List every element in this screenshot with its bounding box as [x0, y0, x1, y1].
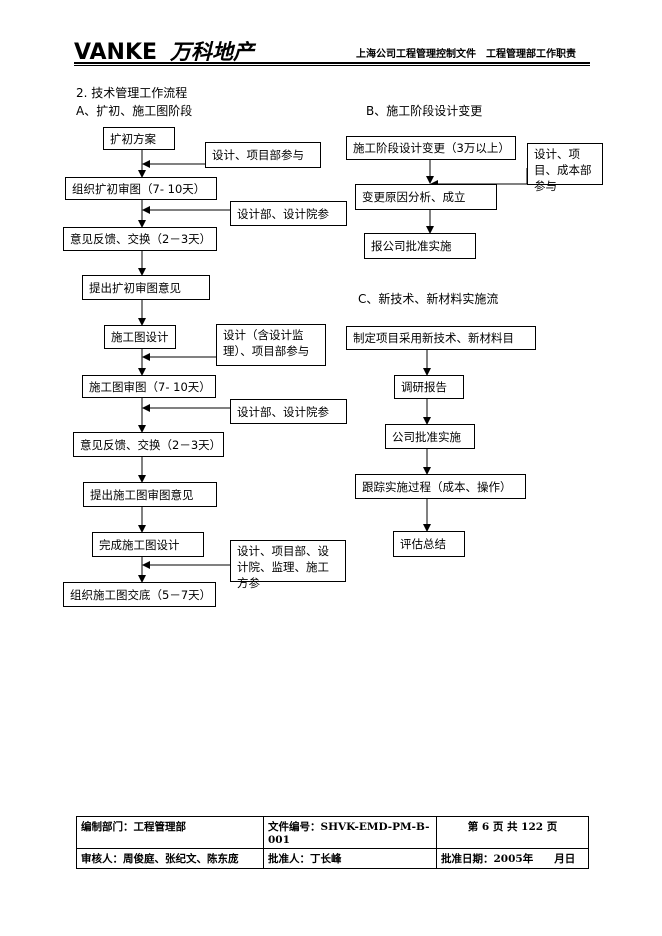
vanke-logo: VANKE 万科地产 [74, 38, 304, 65]
flow-b-step-1: 施工阶段设计变更（3万以上） [346, 136, 516, 160]
flow-a-participant-1: 设计、项目部参与 [205, 142, 321, 168]
flow-b-participant-1: 设计、项目、成本部参与 [527, 143, 603, 193]
flow-a-participant-3: 设计（含设计监理）、项目部参与 [216, 324, 326, 366]
flow-a-title: A、扩初、施工图阶段 [76, 104, 193, 118]
footer-dept: 编制部门：工程管理部 [76, 816, 264, 849]
flow-a-step-5: 施工图设计 [104, 325, 176, 349]
flow-c-step-3: 公司批准实施 [385, 424, 475, 449]
footer-page: 第 6 页 共 122 页 [436, 816, 589, 849]
footer-reviewers: 审核人：周俊庭、张纪文、陈东庞 [76, 848, 264, 869]
flow-c-step-1: 制定项目采用新技术、新材料目 [346, 326, 536, 350]
header-rule [74, 62, 590, 64]
flow-a-step-9: 完成施工图设计 [92, 532, 204, 557]
document-header-title: 上海公司工程管理控制文件 工程管理部工作职责 [356, 49, 576, 60]
flow-a-step-4: 提出扩初审图意见 [82, 275, 210, 300]
flow-c-title: C、新技术、新材料实施流 [358, 292, 499, 306]
flow-a-step-10: 组织施工图交底（5－7天） [63, 582, 216, 607]
flow-a-step-2: 组织扩初审图（7- 10天） [65, 177, 217, 200]
section-title: 2. 技术管理工作流程 [76, 86, 188, 100]
logo-latin-text: VANKE [74, 40, 157, 64]
flow-a-step-3: 意见反馈、交换（2－3天） [63, 227, 217, 251]
flow-a-participant-2: 设计部、设计院参 [230, 201, 347, 226]
flow-b-step-3: 报公司批准实施 [364, 233, 476, 259]
flow-b-title: B、施工阶段设计变更 [366, 104, 483, 118]
flow-a-participant-4: 设计部、设计院参 [230, 399, 347, 424]
flow-a-step-6: 施工图审图（7- 10天） [82, 375, 216, 398]
flow-a-step-8: 提出施工图审图意见 [83, 482, 217, 507]
footer-date: 批准日期：2005年 月日 [436, 848, 589, 869]
flow-a-step-1: 扩初方案 [103, 127, 175, 150]
flow-a-participant-5: 设计、项目部、设计院、监理、施工方参 [230, 540, 346, 590]
flow-b-step-2: 变更原因分析、成立 [355, 184, 497, 210]
footer-info-table: 编制部门：工程管理部 文件编号：SHVK-EMD-PM-B-001 第 6 页 … [76, 816, 589, 869]
flow-a-step-7: 意见反馈、交换（2－3天） [73, 432, 224, 457]
flow-c-step-2: 调研报告 [394, 375, 464, 399]
footer-doc-no: 文件编号：SHVK-EMD-PM-B-001 [263, 816, 437, 849]
header-rule-thin [74, 65, 590, 66]
flow-c-step-5: 评估总结 [393, 531, 465, 557]
flow-c-step-4: 跟踪实施过程（成本、操作） [355, 474, 526, 499]
footer-approver: 批准人：丁长峰 [263, 848, 437, 869]
logo-cn-text: 万科地产 [169, 40, 257, 64]
